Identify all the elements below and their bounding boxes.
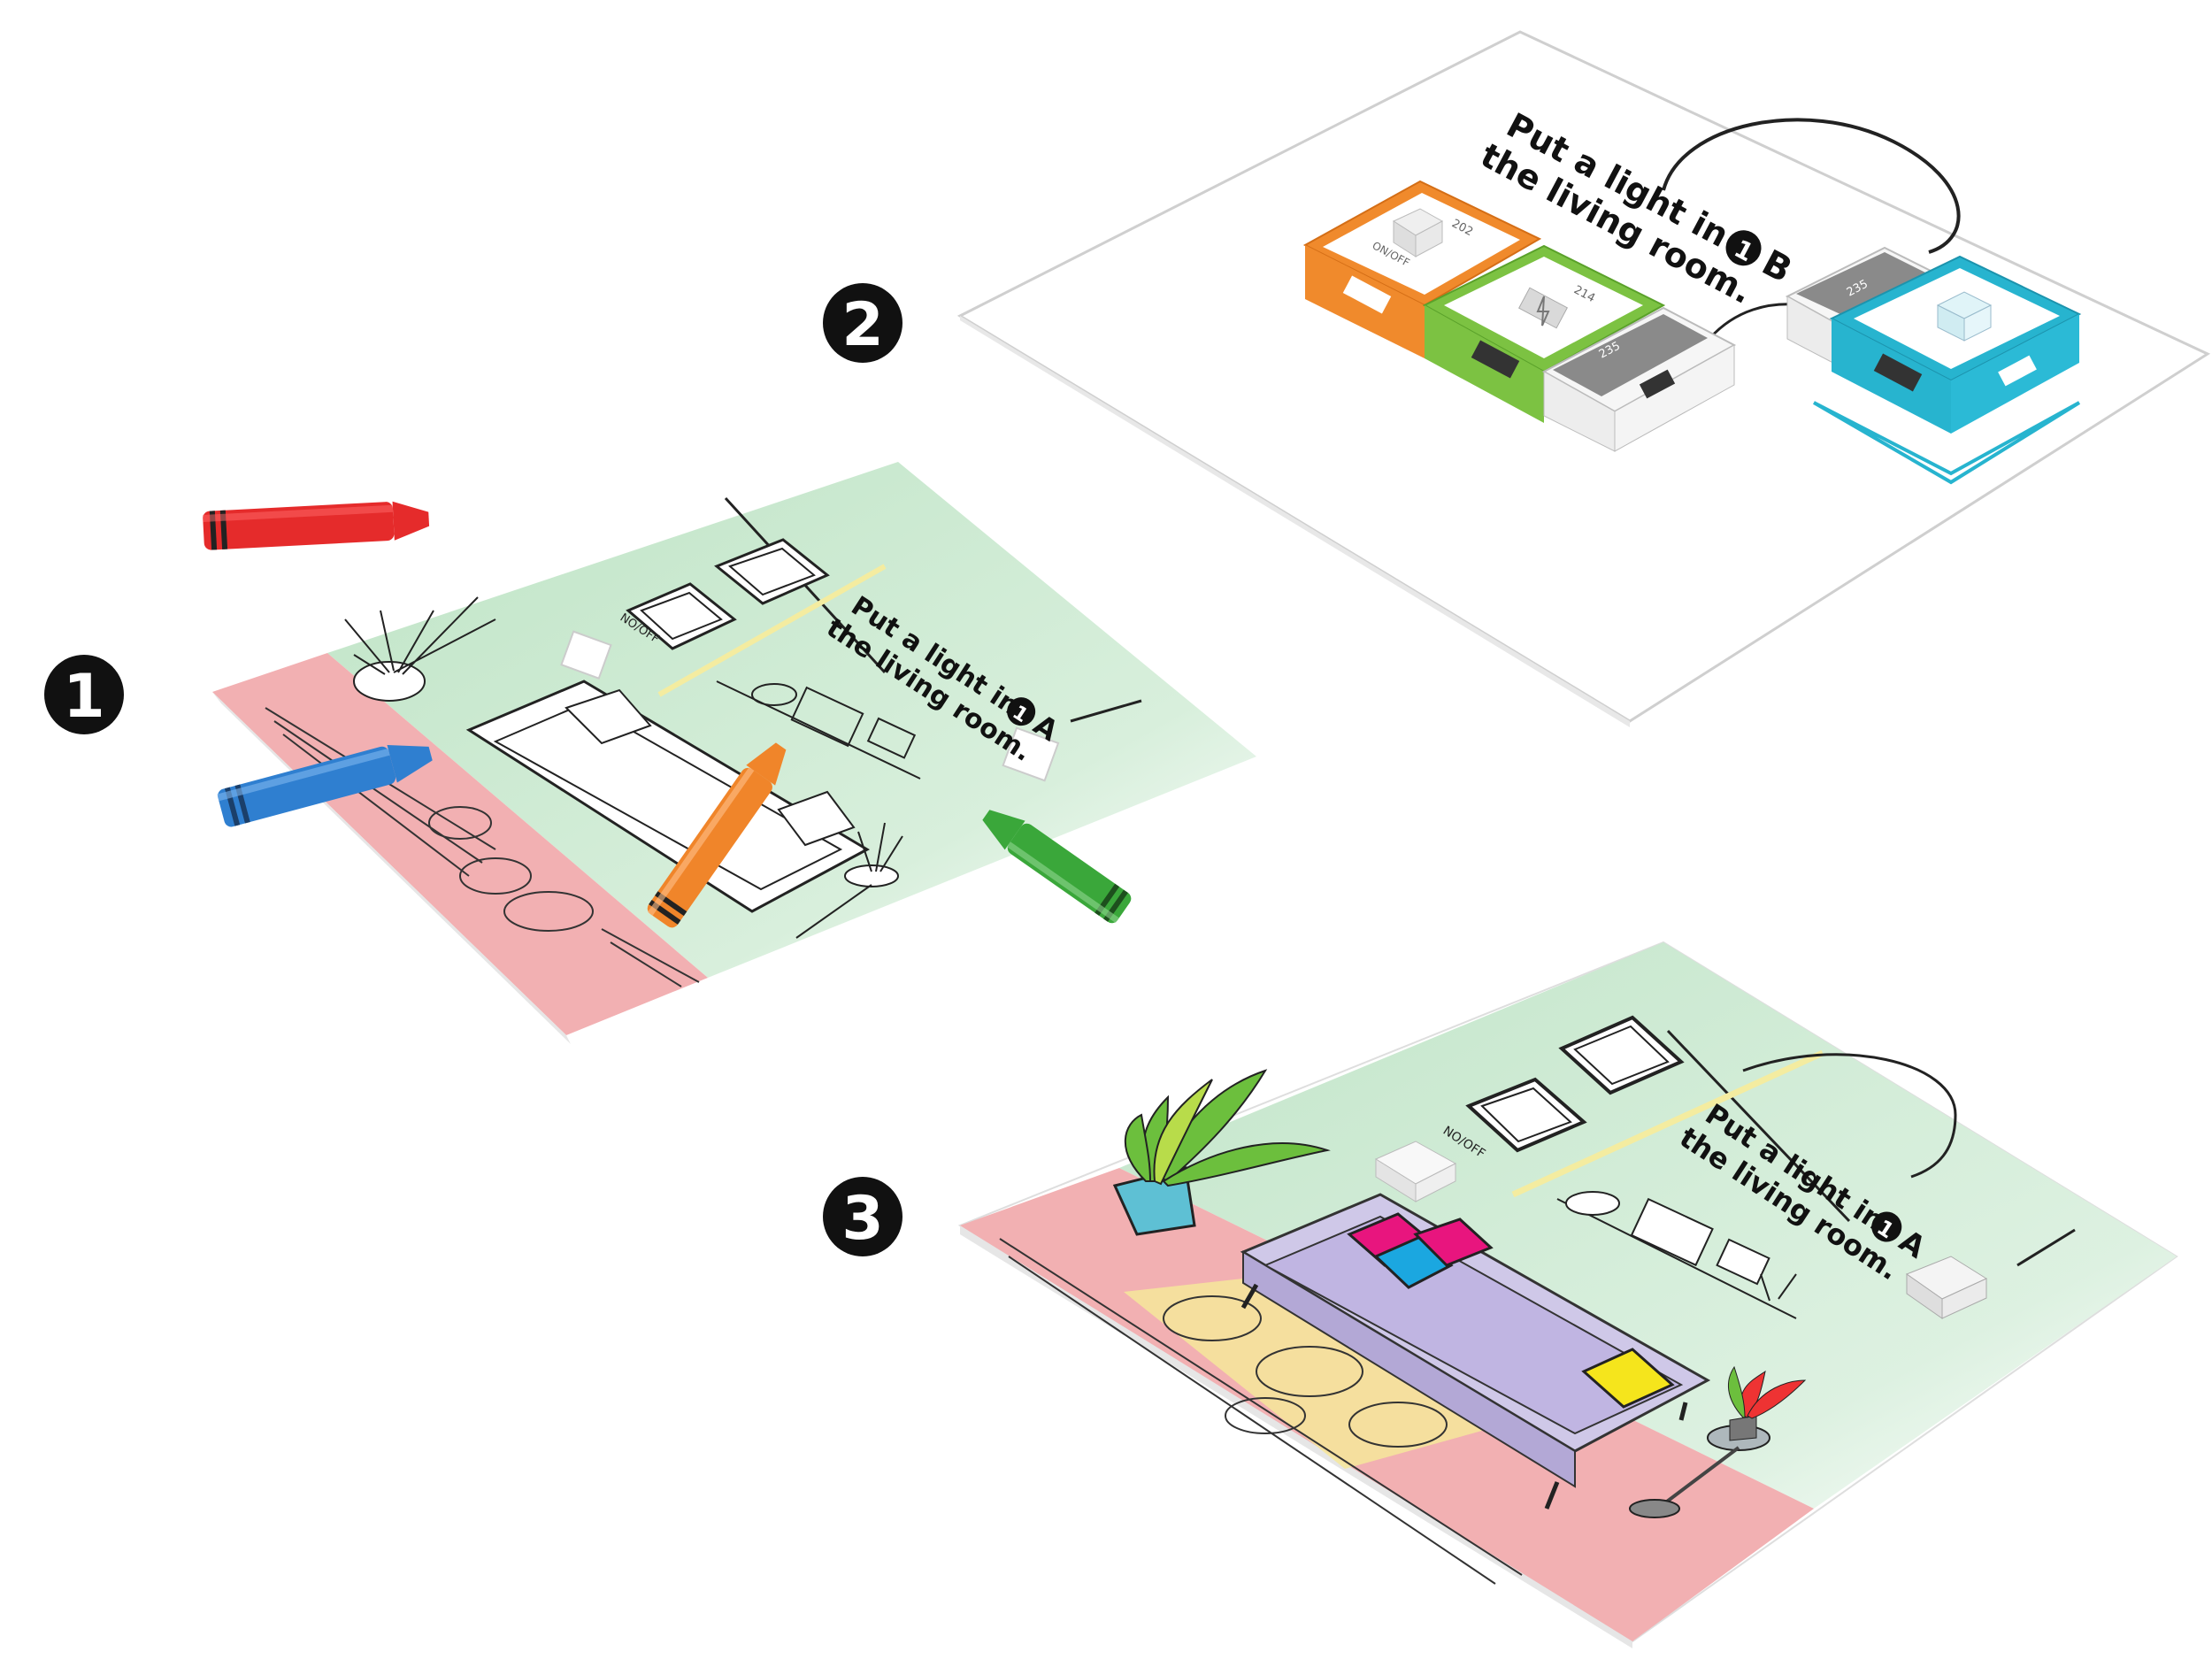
wire bbox=[1662, 118, 1961, 254]
badge-circle bbox=[1725, 230, 1762, 266]
step-label-1: 1 bbox=[44, 655, 124, 734]
picture-frame bbox=[1465, 1077, 1587, 1153]
step-number: 2 bbox=[841, 290, 883, 360]
yellow-pillow bbox=[1581, 1348, 1675, 1409]
plant bbox=[1112, 1069, 1331, 1236]
orange-switch-module: 202 ON/OFF bbox=[1302, 180, 1542, 358]
badge-circle bbox=[1871, 1211, 1902, 1242]
light-block bbox=[1905, 1256, 1988, 1319]
side-table bbox=[1629, 1365, 1807, 1518]
crayon-orange-icon bbox=[647, 742, 787, 928]
picture-frame bbox=[714, 538, 830, 605]
step-label-2: 2 bbox=[823, 283, 902, 363]
switch-block bbox=[1374, 1141, 1457, 1202]
step-label-3: 3 bbox=[823, 1177, 902, 1256]
switch-slot bbox=[560, 630, 612, 680]
badge-circle bbox=[1007, 697, 1036, 726]
lamp-slot bbox=[1002, 726, 1060, 782]
step-3-sheet: NO/OFF bbox=[957, 941, 2178, 1648]
plant-outline bbox=[344, 596, 496, 702]
blue-light-module: 235 bbox=[1785, 246, 2082, 485]
sofa-outline bbox=[465, 680, 871, 913]
pink-pillow bbox=[1413, 1218, 1494, 1267]
sofa bbox=[1240, 1193, 1711, 1510]
rug bbox=[999, 1238, 1523, 1585]
step-number: 3 bbox=[841, 1184, 883, 1254]
step-number: 1 bbox=[63, 662, 104, 732]
picture-frame bbox=[1558, 1015, 1685, 1095]
step-2-sheet: Put a light in 1 B the living room. 202 … bbox=[956, 30, 2211, 727]
green-led-module: 214 bbox=[1422, 244, 1666, 423]
crayon-blue-icon bbox=[217, 744, 433, 827]
crayon-green-icon bbox=[982, 810, 1132, 924]
crayon-red-icon bbox=[203, 501, 430, 550]
picture-frame bbox=[626, 582, 737, 650]
battery-module: 235 bbox=[1541, 306, 1737, 452]
